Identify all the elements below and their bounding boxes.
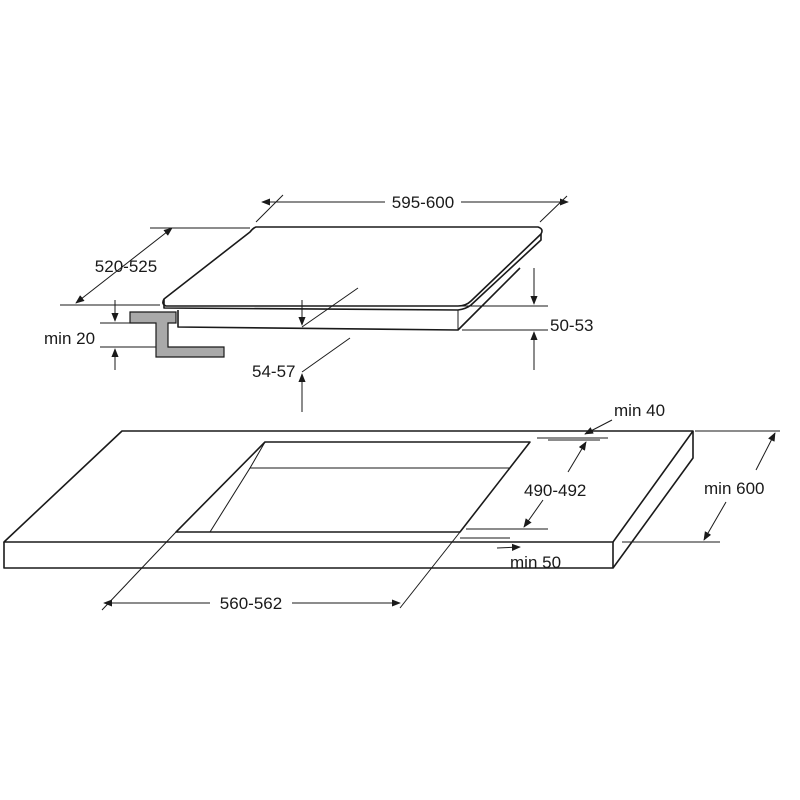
hob-dimensions: 595-600 520-525 min 20 50-53 54-57 (44, 193, 593, 412)
worktop-front-face (3, 542, 614, 569)
mounting-bracket (129, 311, 225, 358)
worktop-dimensions: min 40 490-492 min 600 min 50 560-562 (101, 401, 780, 613)
min-clearance-label: min 20 (44, 329, 95, 348)
worktop-top-face (3, 430, 694, 543)
hob-body (177, 267, 521, 331)
worktop-depth-label: min 600 (704, 479, 764, 498)
cutout-inner-wall (249, 441, 510, 469)
hob-depth-label: 520-525 (95, 257, 157, 276)
hob-width-label: 595-600 (392, 193, 454, 212)
depth-dimension-line (75, 227, 173, 304)
total-height-label: 50-53 (550, 316, 593, 335)
hob-glass-edge (163, 234, 542, 311)
hob-drawing (129, 226, 543, 358)
worktop-side-face (612, 431, 694, 569)
cutout-depth-label: 490-492 (524, 481, 586, 500)
hob-glass-top (162, 226, 543, 307)
built-in-depth-label: 54-57 (252, 362, 295, 381)
min-back-edge-label: min 50 (510, 553, 561, 572)
worktop-drawing (3, 430, 694, 569)
min-front-edge-label: min 40 (614, 401, 665, 420)
cutout-outer (175, 441, 531, 533)
cutout-width-label: 560-562 (220, 594, 282, 613)
